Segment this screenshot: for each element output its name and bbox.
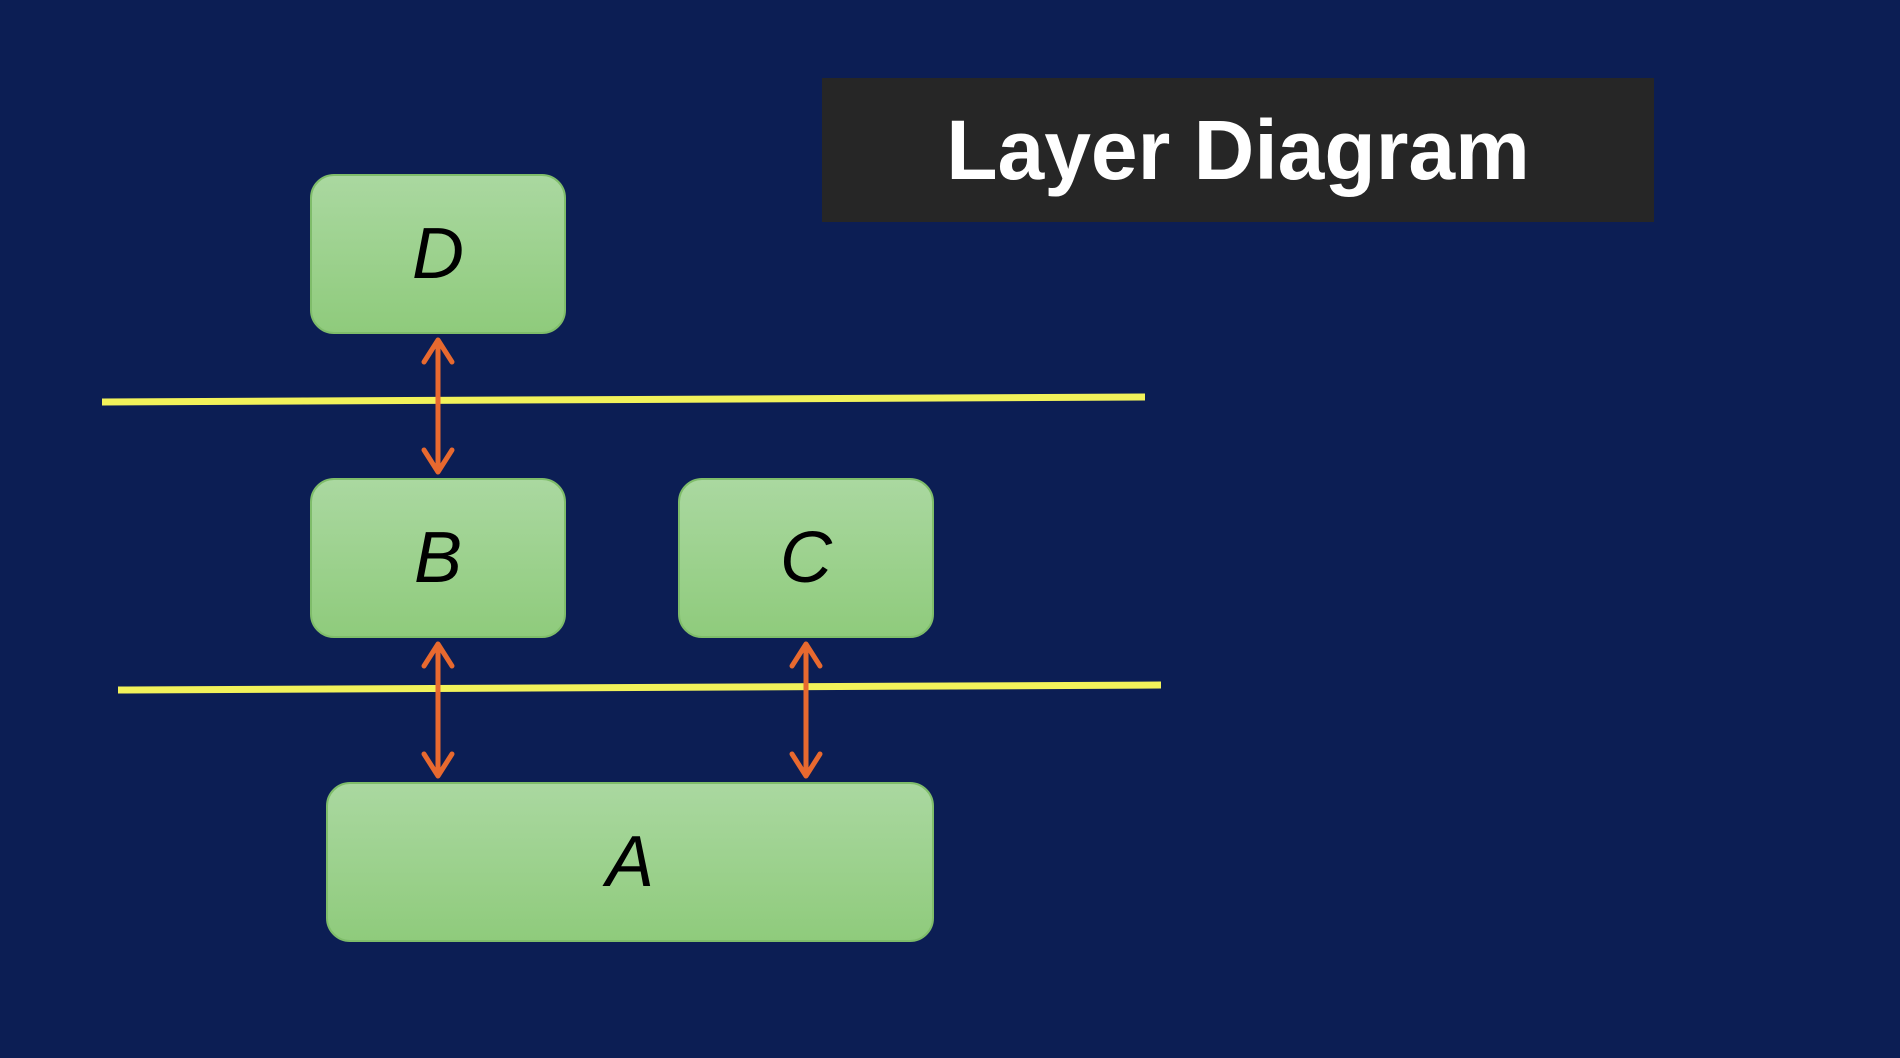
diagram-title: Layer Diagram <box>946 102 1530 197</box>
arrow-b-a <box>421 641 455 779</box>
arrow-c-a <box>789 641 823 779</box>
node-b: B <box>310 478 566 638</box>
arrow-d-b <box>421 337 455 475</box>
node-d: D <box>310 174 566 334</box>
node-c: C <box>678 478 934 638</box>
layer-boundary-line-upper <box>101 393 1146 406</box>
node-b-label: B <box>413 518 463 598</box>
node-a: A <box>326 782 934 942</box>
layer-boundary-line-lower <box>117 681 1162 694</box>
node-c-label: C <box>780 518 832 598</box>
node-a-label: A <box>605 822 655 902</box>
node-d-label: D <box>412 214 464 294</box>
title-box: Layer Diagram <box>822 78 1654 222</box>
